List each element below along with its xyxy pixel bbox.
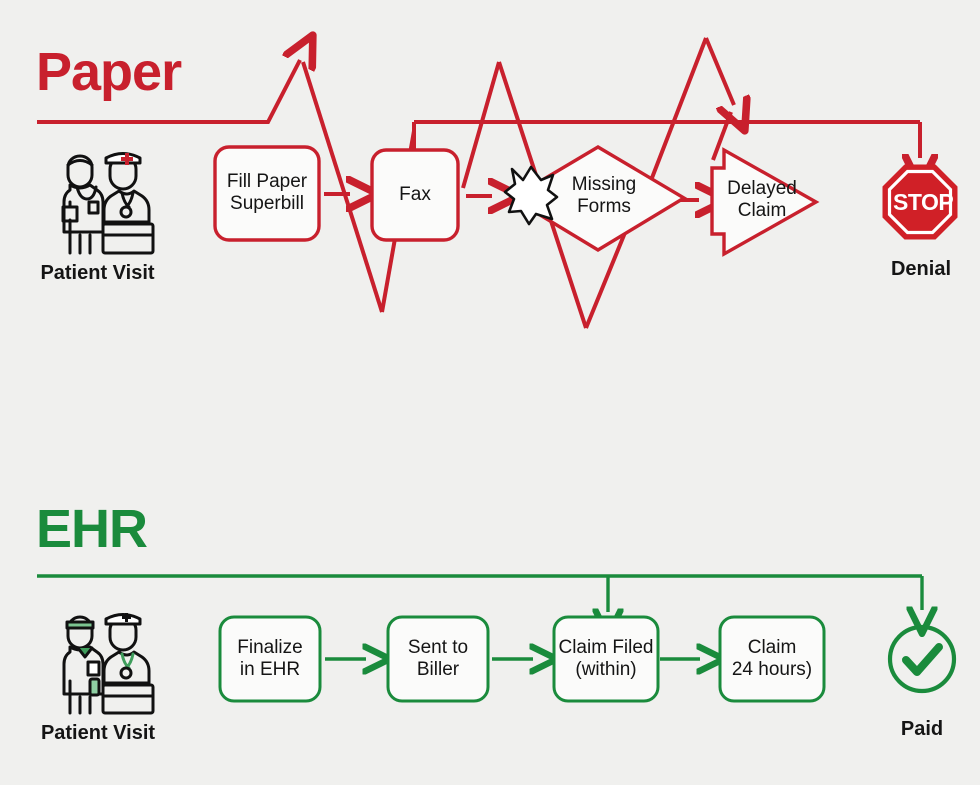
node-claim-24-hours xyxy=(718,615,826,703)
paper-section-title: Paper xyxy=(36,42,182,102)
node-delayed-claim xyxy=(710,147,820,257)
patient-visit-icon-ehr xyxy=(62,613,155,715)
paper-chaotic-arrows xyxy=(37,38,920,329)
check-circle-icon xyxy=(887,624,957,694)
caption-paid: Paid xyxy=(900,718,944,740)
caption-denial: Denial xyxy=(890,258,952,280)
node-fax xyxy=(370,148,460,242)
node-fill-paper-superbill xyxy=(213,145,321,242)
caption-patient-visit-ehr: Patient Visit xyxy=(40,722,156,744)
crumpled-paper-icon xyxy=(503,165,559,226)
ehr-section-title: EHR xyxy=(36,499,148,559)
node-claim-filed-within xyxy=(552,615,660,703)
ehr-flow-arrows xyxy=(37,574,922,659)
node-sent-to-biller xyxy=(386,615,490,703)
caption-patient-visit-paper: Patient Visit xyxy=(40,262,155,284)
patient-visit-icon-paper xyxy=(61,152,155,255)
stop-sign-text: STOP xyxy=(893,189,954,215)
node-finalize-in-ehr xyxy=(218,615,322,703)
stop-sign-icon xyxy=(882,164,958,240)
